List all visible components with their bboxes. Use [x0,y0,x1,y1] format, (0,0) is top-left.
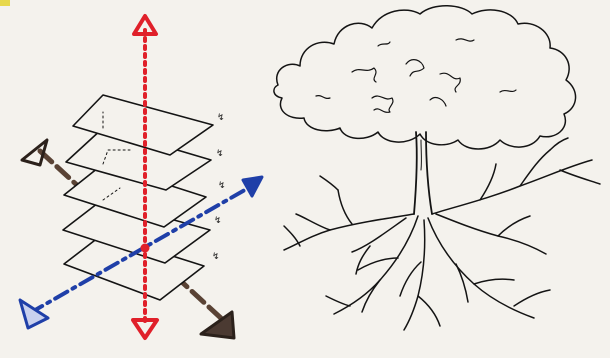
blue-arrowhead-bottom-left [18,298,50,330]
brown-arrowhead-bottom-right [199,310,236,340]
axes-intersection-dot [140,243,150,253]
plane-layer-5 [63,233,205,301]
layer-marker-5: ↯ [212,252,220,262]
blue-diagonal-axis [18,175,264,330]
plane-layer-3 [63,163,207,228]
red-vertical-axis [131,14,159,340]
root-system [283,137,601,331]
tree-trunk [413,131,433,215]
canopy-detail-scribbles [315,38,517,113]
layer-marker-1: ↯ [217,113,225,123]
plane-layer-1 [72,94,214,156]
tree-canopy-outline [273,5,577,150]
brown-arrowhead-top-left [20,138,49,167]
red-arrowhead-bottom [131,318,159,340]
layer-marker-4: ↯ [214,216,222,226]
layered-planes-diagram: ↯ ↯ ↯ ↯ ↯ [18,14,264,340]
paper-corner-glint [0,0,10,6]
layer-markers: ↯ ↯ ↯ ↯ ↯ [212,113,226,262]
plane-layer-2 [65,127,212,191]
layer-marker-2: ↯ [216,149,224,159]
plane-layer-4 [62,199,211,264]
stacked-planes [62,94,214,301]
tree-with-roots-sketch [273,5,601,331]
blue-arrowhead-top-right [241,175,264,198]
red-arrowhead-top [132,14,158,36]
layer-marker-3: ↯ [218,181,226,191]
